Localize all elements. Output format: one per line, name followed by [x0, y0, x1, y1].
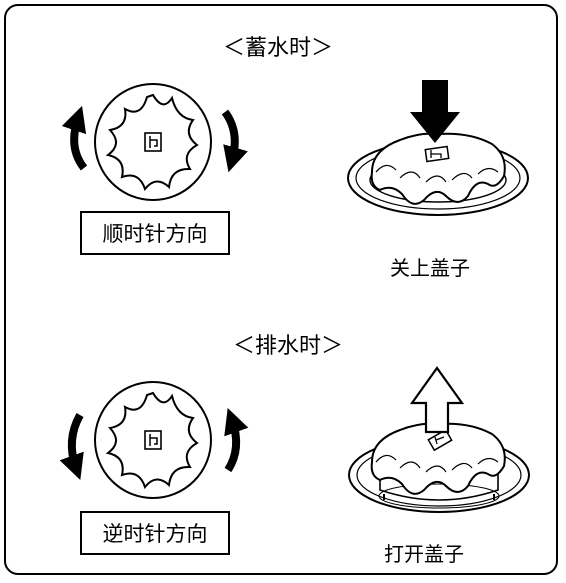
counterclockwise-label: 逆时针方向 [80, 511, 230, 555]
rotate-arrow-right-down [221, 109, 248, 173]
close-cap-caption: 关上盖子 [390, 256, 470, 280]
up-arrow-icon [409, 366, 465, 434]
down-arrow-icon [410, 80, 460, 143]
cap-open [348, 422, 530, 513]
knob-bottom [94, 381, 212, 499]
rotate-arrow-left-down [59, 413, 84, 481]
rotate-arrow-right-up [224, 407, 249, 473]
knob-top [94, 83, 212, 201]
drain-section-title: ＜排水时＞ [233, 334, 344, 359]
fill-section-title: ＜蓄水时＞ [223, 36, 334, 61]
rotate-arrow-left-up [61, 105, 88, 171]
cap-closed [347, 132, 529, 216]
diagram-frame [4, 4, 558, 575]
open-cap-caption: 打开盖子 [384, 542, 464, 566]
clockwise-label: 顺时针方向 [80, 211, 230, 255]
